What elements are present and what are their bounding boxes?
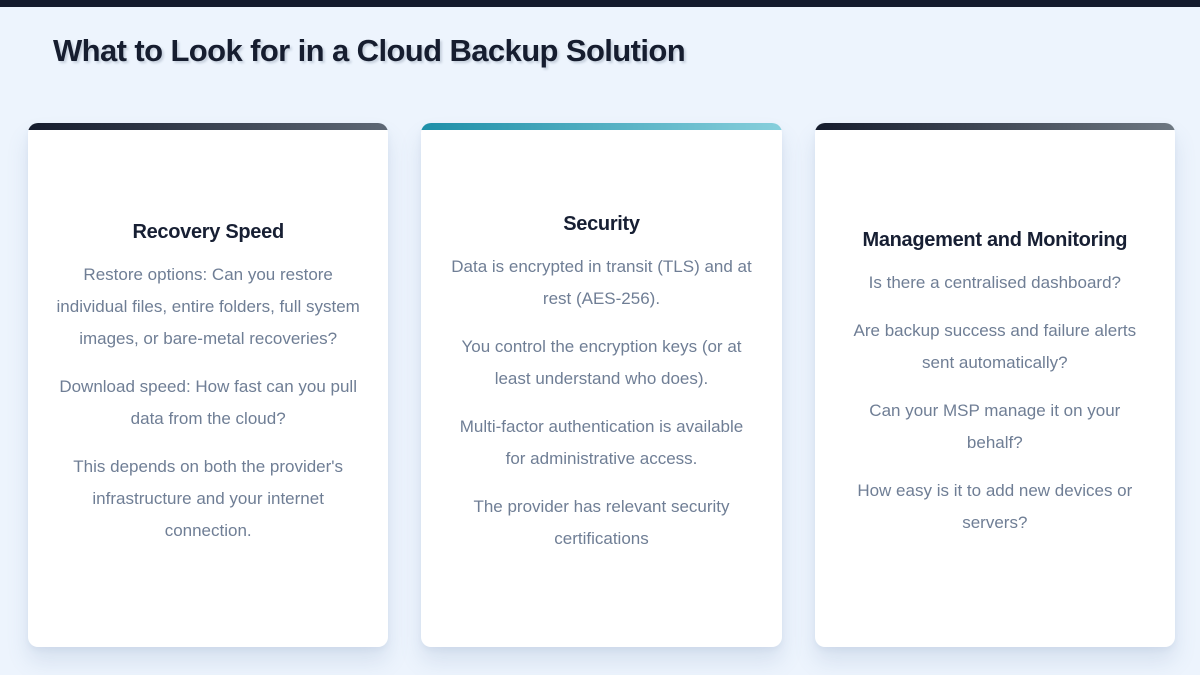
card-title: Security [563, 213, 640, 235]
card-paragraph: How easy is it to add new devices or ser… [857, 481, 1133, 532]
card-paragraph: Restore options: Can you restore individ… [56, 265, 360, 348]
card-paragraph: Are backup success and failure alerts se… [853, 321, 1137, 372]
card-paragraph: Multi-factor authentication is available… [459, 417, 744, 468]
card-paragraph: Can your MSP manage it on your behalf? [869, 401, 1121, 452]
card-title: Recovery Speed [132, 221, 284, 243]
card-paragraph: This depends on both the provider's infr… [73, 457, 344, 540]
card-paragraph: You control the encryption keys (or at l… [461, 337, 742, 388]
card-paragraph: Data is encrypted in transit (TLS) and a… [451, 257, 752, 308]
card-accent-bar [28, 123, 389, 130]
card-paragraph: Download speed: How fast can you pull da… [59, 377, 357, 428]
card-management-monitoring: Management and Monitoring Is there a cen… [814, 123, 1175, 647]
card-paragraph: The provider has relevant security certi… [473, 497, 730, 548]
top-bar [0, 0, 1200, 7]
card-accent-bar [814, 123, 1175, 130]
card-title: Management and Monitoring [862, 229, 1128, 251]
card-paragraph: Is there a centralised dashboard? [868, 273, 1121, 292]
page-title: What to Look for in a Cloud Backup Solut… [53, 33, 686, 68]
card-security: Security Data is encrypted in transit (T… [421, 123, 782, 647]
card-accent-bar [421, 123, 782, 130]
card-recovery-speed: Recovery Speed Restore options: Can you … [28, 123, 389, 647]
cards-row: Recovery Speed Restore options: Can you … [28, 123, 1175, 647]
